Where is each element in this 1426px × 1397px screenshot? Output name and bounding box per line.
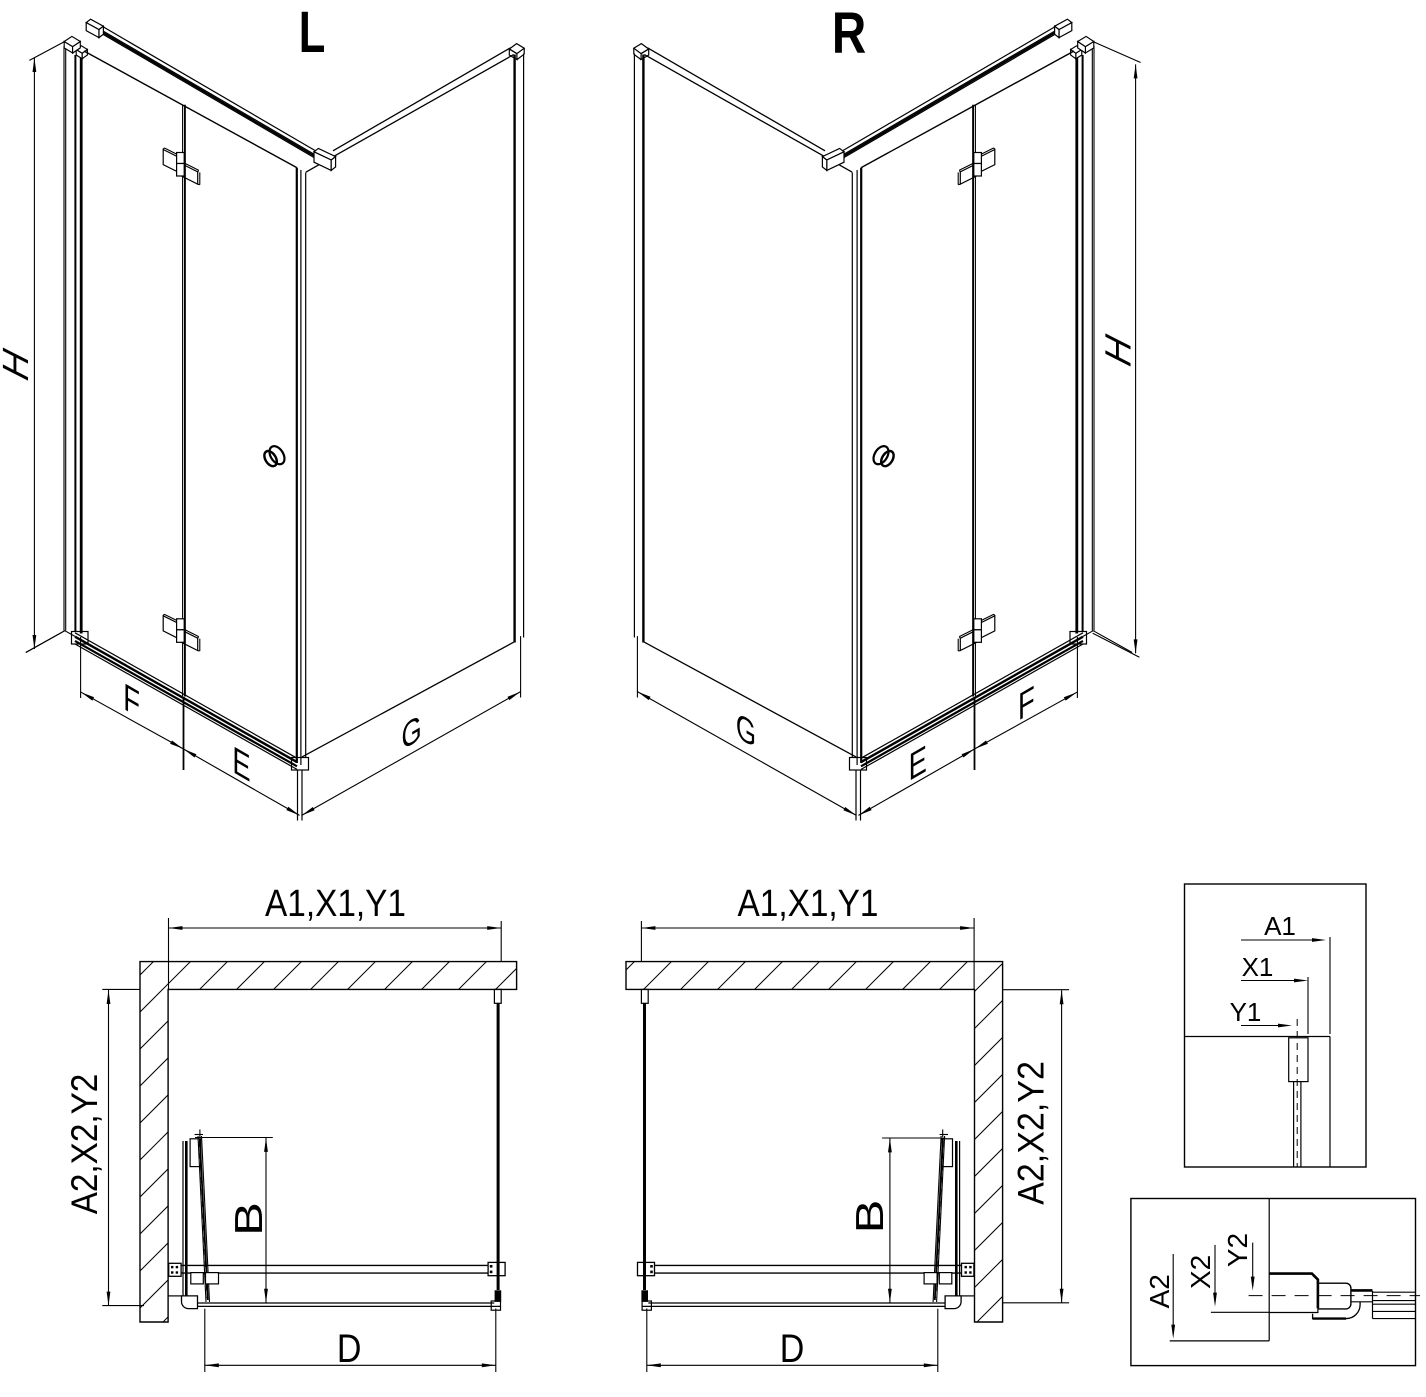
svg-text:X2: X2 — [1185, 1255, 1216, 1289]
svg-text:L: L — [299, 0, 326, 64]
svg-text:A1,X1,Y1: A1,X1,Y1 — [738, 883, 879, 925]
svg-text:E: E — [909, 737, 927, 790]
svg-text:H: H — [1098, 327, 1138, 374]
svg-text:D: D — [337, 1325, 362, 1370]
svg-text:B: B — [227, 1202, 271, 1236]
svg-text:Y1: Y1 — [1230, 997, 1262, 1027]
svg-text:F: F — [1018, 677, 1035, 729]
svg-text:A1: A1 — [1264, 911, 1296, 941]
svg-text:Y2: Y2 — [1222, 1233, 1253, 1267]
svg-text:G: G — [736, 705, 756, 757]
svg-text:R: R — [832, 2, 866, 67]
svg-text:A2,X2,Y2: A2,X2,Y2 — [1010, 1061, 1051, 1205]
svg-text:B: B — [848, 1200, 892, 1234]
svg-text:A2: A2 — [1144, 1274, 1175, 1308]
svg-text:F: F — [123, 675, 140, 727]
svg-text:G: G — [402, 707, 422, 759]
svg-text:A2,X2,Y2: A2,X2,Y2 — [64, 1074, 105, 1215]
svg-text:X1: X1 — [1242, 952, 1274, 982]
svg-text:A1,X1,Y1: A1,X1,Y1 — [265, 883, 406, 925]
svg-text:D: D — [780, 1325, 805, 1370]
svg-text:H: H — [0, 341, 37, 388]
svg-text:E: E — [232, 738, 250, 791]
